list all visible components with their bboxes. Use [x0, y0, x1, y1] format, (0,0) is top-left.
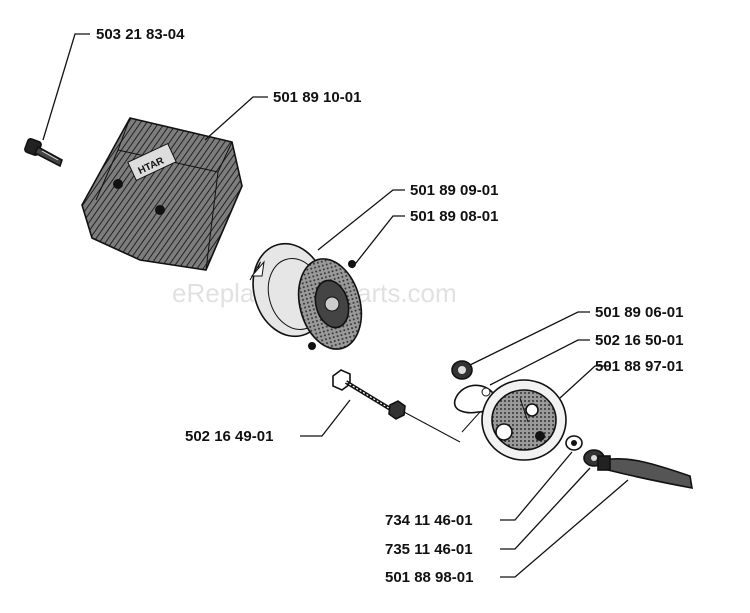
- label-washer-734: 734 11 46-01: [385, 512, 473, 529]
- filter-holder-part: [297, 258, 363, 350]
- label-air-filter: 501 89 09-01: [410, 182, 498, 199]
- label-washer-735: 735 11 46-01: [385, 541, 473, 558]
- label-choke-rod: 501 88 98-01: [385, 569, 473, 586]
- label-stud-bolt: 502 16 49-01: [185, 428, 273, 445]
- choke-rod-part: [597, 455, 693, 489]
- leader-stud-bolt: [300, 399, 351, 437]
- leader-filter-holder: [351, 215, 405, 269]
- carburetor-adapter-part: [481, 379, 567, 461]
- leader-air-filter: [317, 189, 405, 251]
- leader-bolt: [42, 33, 90, 141]
- label-nut: 501 89 06-01: [595, 304, 683, 321]
- leader-nut: [469, 311, 590, 366]
- bolt-part: [24, 138, 63, 168]
- leader-washer-734: [500, 451, 573, 521]
- washer-734-part: [565, 435, 583, 451]
- leader-choke-rod: [500, 479, 629, 578]
- label-carburetor-adapter: 501 88 97-01: [595, 358, 683, 375]
- leader-gasket: [489, 339, 590, 386]
- label-gasket: 502 16 50-01: [595, 332, 683, 349]
- label-filter-holder: 501 89 08-01: [410, 208, 498, 225]
- leader-air-filter-cover: [204, 96, 268, 141]
- leader-washer-735: [500, 467, 591, 550]
- label-bolt: 503 21 83-04: [96, 26, 185, 43]
- leader-carburetor-adapter: [559, 365, 610, 399]
- label-air-filter-cover: 501 89 10-01: [273, 89, 361, 106]
- air-filter-cover-part: HTAR: [81, 117, 243, 271]
- nut-part: [451, 360, 473, 380]
- stud-bolt-part: [332, 369, 461, 443]
